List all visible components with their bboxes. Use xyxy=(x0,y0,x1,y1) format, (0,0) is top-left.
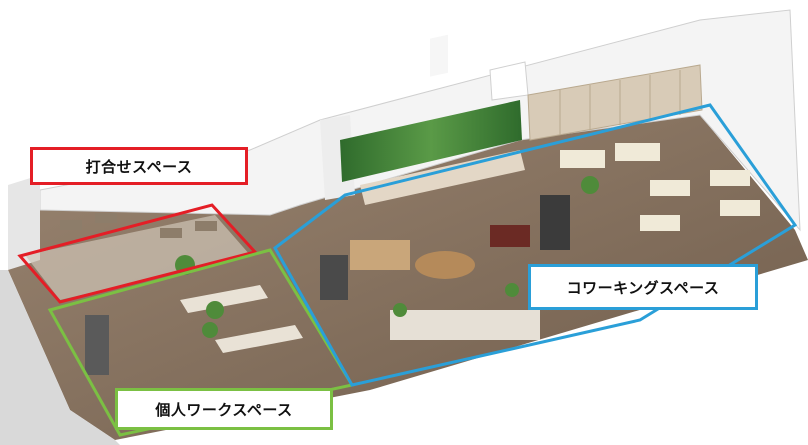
coworking-furniture xyxy=(320,143,760,340)
meeting-zone-outline xyxy=(17,203,258,304)
floor xyxy=(0,115,808,445)
bookshelf-wall xyxy=(527,64,703,141)
green-wall xyxy=(340,34,522,182)
personal-workspace-label: 個人ワークスペース xyxy=(115,388,333,430)
coworking-zone-outline xyxy=(273,103,798,387)
meeting-booths xyxy=(25,213,250,300)
meeting-space-label: 打合せスペース xyxy=(30,147,248,185)
coworking-space-label: コワーキングスペース xyxy=(528,264,758,310)
